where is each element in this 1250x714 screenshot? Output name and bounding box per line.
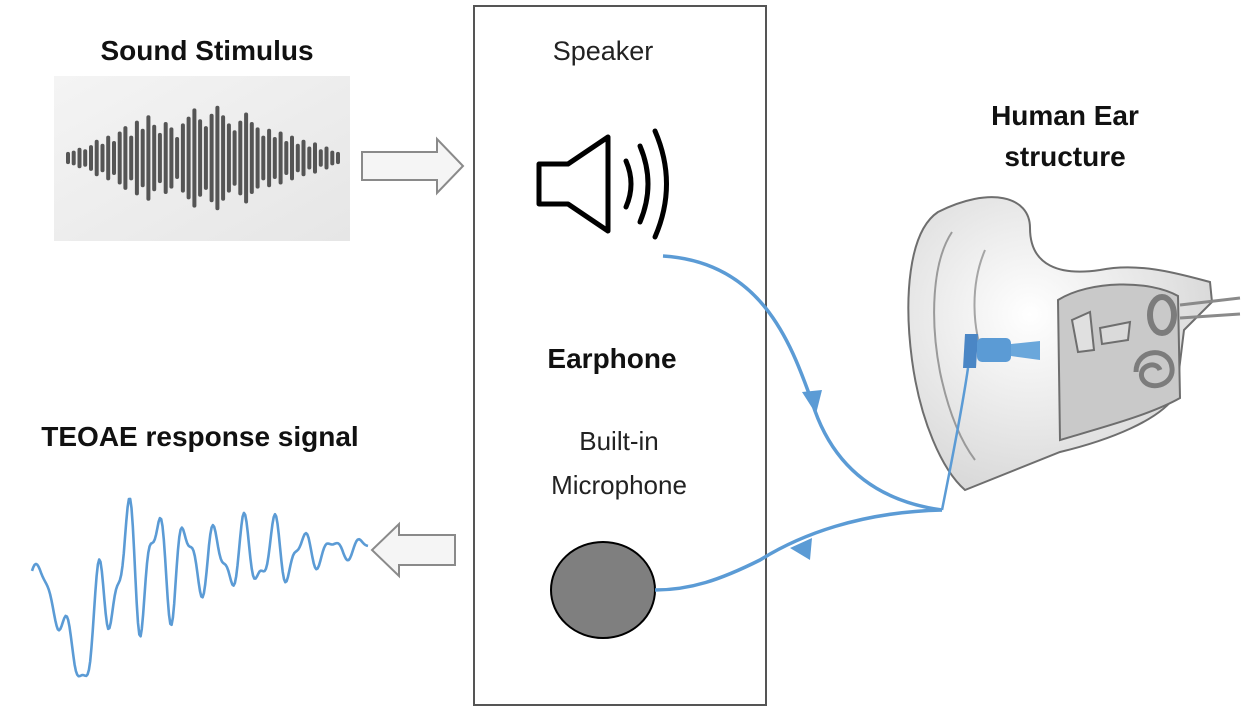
ear-illustration — [907, 196, 1241, 492]
response-signal-icon — [30, 497, 369, 678]
microphone-label-line2: Microphone — [551, 470, 687, 500]
microphone-label-line1: Built-in — [579, 426, 658, 456]
earphone-label: Earphone — [547, 343, 676, 374]
wire-arrowhead-down — [802, 390, 822, 414]
teoae-title: TEOAE response signal — [41, 421, 358, 452]
speaker-icon — [536, 128, 669, 240]
sound-stimulus-title: Sound Stimulus — [100, 35, 313, 66]
speaker-label: Speaker — [553, 36, 654, 66]
earphone-tip-icon — [963, 334, 1040, 368]
microphone-icon — [550, 541, 656, 639]
ear-to-microphone-wire — [654, 508, 943, 592]
wire-arrowhead-left — [790, 538, 812, 560]
earphone-cable — [940, 367, 970, 511]
ear-title-line2: structure — [1004, 141, 1125, 172]
arrow-right-icon — [361, 136, 465, 196]
waveform-icon — [66, 105, 340, 211]
ear-title-line1: Human Ear — [991, 100, 1139, 131]
arrow-left-icon — [370, 521, 456, 579]
